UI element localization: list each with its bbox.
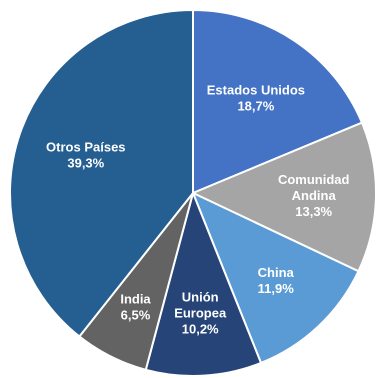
pie-label-value: 10,2% [182, 322, 219, 337]
pie-label-name: Comunidad [278, 172, 350, 187]
pie-label-name: Europea [174, 306, 227, 321]
pie-label-name: Unión [182, 290, 219, 305]
pie-slice-otros-países [8, 8, 194, 338]
pie-label-name: India [120, 292, 151, 307]
pie-label-name: Andina [292, 188, 337, 203]
pie-label-name: China [258, 265, 295, 280]
pie-label-value: 18,7% [237, 99, 274, 114]
pie-label-value: 6,5% [121, 308, 151, 323]
pie-label-name: Estados Unidos [207, 83, 305, 98]
pie-label-value: 39,3% [67, 156, 104, 171]
pie-slices [8, 8, 377, 377]
pie-label-value: 13,3% [295, 204, 332, 219]
pie-label-name: Otros Países [46, 140, 126, 155]
pie-label-value: 11,9% [258, 281, 295, 296]
pie-slice-comunidad-andina [190, 121, 377, 273]
pie-slice-estados-unidos [192, 8, 364, 195]
pie-slice-china [191, 191, 360, 365]
pie-slice-unión-europea [144, 189, 263, 377]
